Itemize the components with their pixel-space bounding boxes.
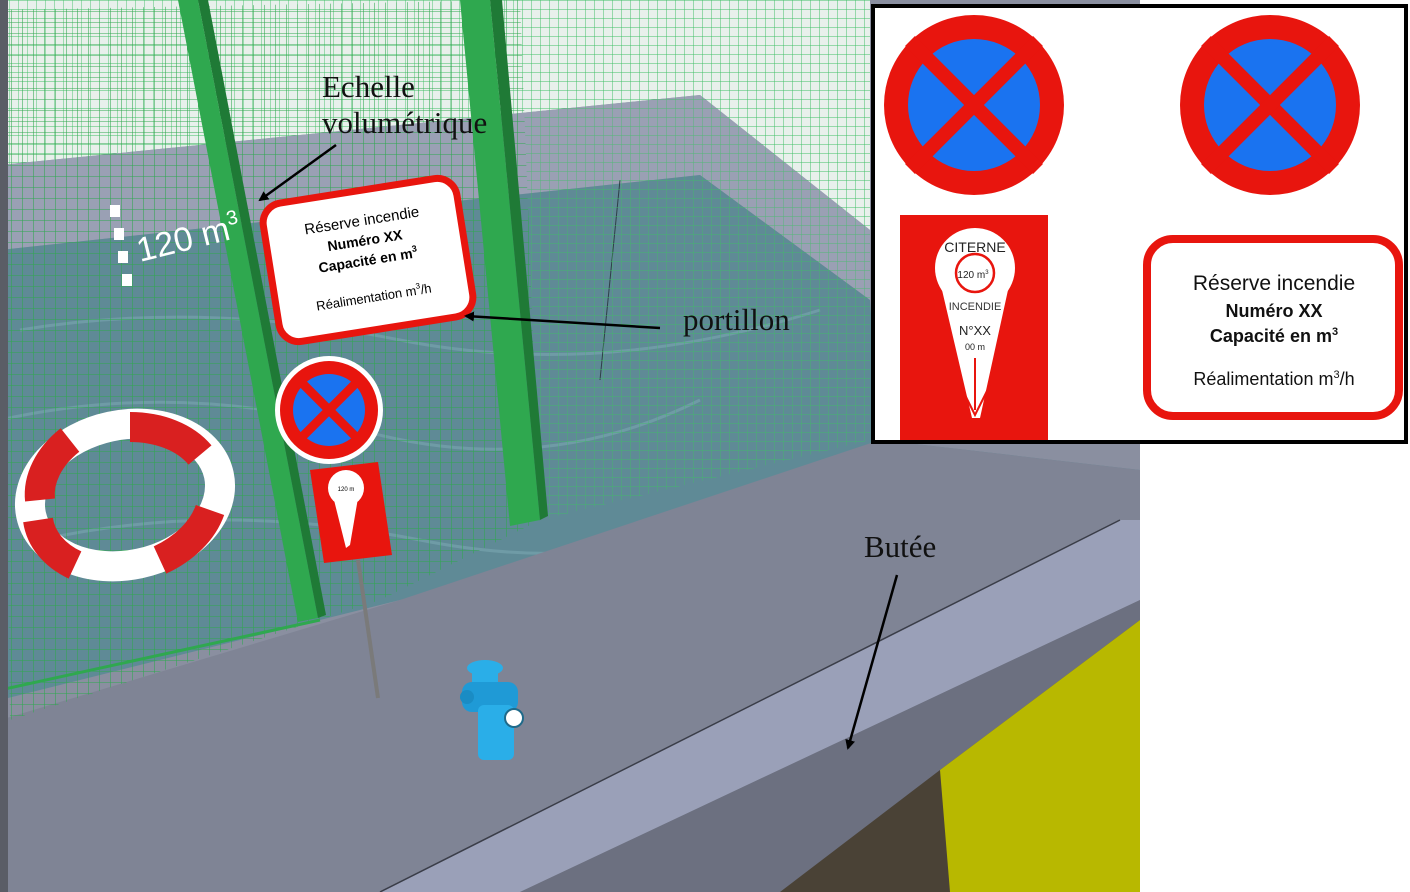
inset-no-parking-sign-left — [879, 10, 1069, 200]
butee-strip — [380, 520, 1140, 892]
inset-reserve-line4: Réalimentation m3/h — [1193, 369, 1354, 389]
side-fence-mesh — [520, 0, 870, 520]
fence-bottom-rail — [0, 618, 321, 692]
fence-post-1-shade — [198, 0, 326, 618]
inset-citerne-incendie: INCENDIE — [949, 301, 1002, 313]
arrow-butee — [845, 574, 899, 750]
inset-citerne-capacity: 120 m3 — [957, 270, 989, 281]
left-edge — [0, 0, 8, 892]
arrow-echelle — [258, 143, 337, 202]
fire-hydrant — [460, 660, 524, 760]
fence-post-1 — [178, 0, 318, 622]
label-butee: Butée — [864, 529, 936, 564]
inset-reserve-line1: Réserve incendie — [1193, 272, 1355, 295]
inset-reserve-line2: Numéro XX — [1225, 301, 1322, 321]
scene-sign-panel: Réserve incendie Numéro XX Capacité en m… — [259, 174, 477, 346]
inset-reserve-line3: Capacité en m3 — [1210, 326, 1338, 346]
scene-no-parking-sign — [275, 356, 383, 464]
inset-citerne-top-text: CITERNE — [944, 239, 1005, 255]
label-portillon: portillon — [683, 302, 790, 337]
arrow-portillon — [464, 311, 661, 330]
yellow-wall — [940, 620, 1140, 892]
scene-citerne-sign: 120 m — [310, 462, 392, 563]
volumetric-scale — [110, 205, 132, 286]
lifebuoy — [14, 408, 236, 582]
inset-citerne-arrow-head — [959, 384, 991, 418]
fence-post-2 — [460, 0, 540, 526]
label-echelle-line1: Echelle — [322, 69, 415, 104]
sign-pole — [356, 559, 380, 699]
inset-citerne-distance: 00 m — [965, 342, 985, 352]
butee-edge — [379, 519, 1121, 892]
label-echelle-line2: volumétrique — [322, 105, 487, 140]
scene-citerne-capacity: 120 m — [338, 487, 355, 493]
inset-no-parking-sign-right — [1175, 10, 1365, 200]
inset-citerne-sign: CITERNE 120 m3 INCENDIE N°XX 00 m — [900, 215, 1048, 440]
fence-post-2-shade — [490, 0, 548, 520]
inset-panel: CITERNE 120 m3 INCENDIE N°XX 00 m Réserv… — [871, 4, 1408, 444]
inset-reserve-panel: Réserve incendie Numéro XX Capacité en m… — [1143, 235, 1403, 420]
inset-citerne-numero: N°XX — [959, 323, 991, 338]
